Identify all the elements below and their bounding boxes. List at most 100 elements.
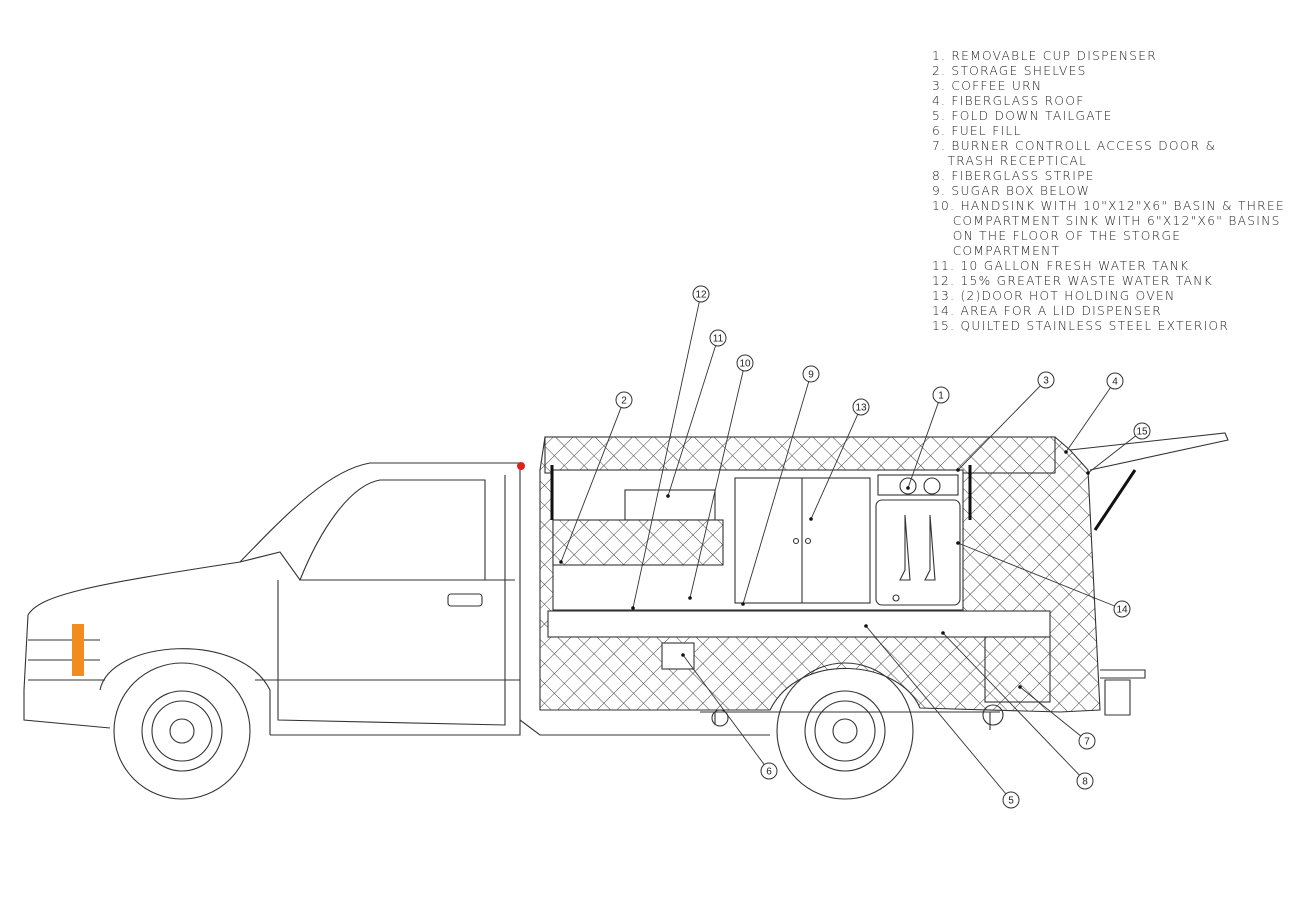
fuel-fill-door	[661, 642, 695, 670]
fiberglass-roof	[544, 436, 1056, 474]
rear-bumper	[1100, 669, 1146, 716]
legend-item: 8. FIBERGLASS STRIPE	[932, 169, 1095, 183]
callout-2: 2	[559, 391, 633, 564]
callout-circle	[709, 329, 727, 347]
front-fender	[99, 648, 271, 735]
legend-item: 9. SUGAR BOX BELOW	[932, 184, 1091, 198]
legend-item: ON THE FLOOR OF THE STORGE	[932, 229, 1182, 243]
truck-hood	[27, 551, 515, 616]
leader-arrow-icon	[631, 606, 635, 610]
callout-circle	[736, 354, 754, 372]
fiberglass-stripe	[547, 610, 1051, 638]
leader-arrow-icon	[956, 541, 960, 545]
legend-item: 5. FOLD DOWN TAILGATE	[932, 109, 1113, 123]
callout-1: 1	[906, 386, 950, 490]
legend-item: 2. STORAGE SHELVES	[932, 64, 1087, 78]
leader-line	[810, 414, 859, 520]
legend-item: 12. 15% GREATER WASTE WATER TANK	[932, 274, 1213, 288]
legend-item: COMPARTMENT	[932, 244, 1061, 258]
leader-line	[682, 654, 765, 765]
marker-light	[72, 624, 84, 676]
callout-11: 11	[666, 329, 727, 498]
storage-shelves	[552, 519, 724, 566]
callout-number: 13	[855, 403, 867, 414]
cab-door	[277, 475, 506, 726]
callout-number: 5	[1008, 796, 1014, 807]
callout-4: 4	[1064, 372, 1124, 454]
callout-circle	[1113, 600, 1131, 618]
water-tank	[624, 489, 716, 521]
callout-number: 1	[938, 391, 944, 402]
callout-number: 8	[1082, 777, 1088, 788]
truck-cab	[239, 462, 521, 736]
cup-dispenser	[877, 474, 959, 496]
leader-arrow-icon	[666, 494, 670, 498]
callout-number: 14	[1116, 605, 1128, 616]
callout-number: 4	[1112, 377, 1118, 388]
callout-circle	[615, 391, 633, 409]
legend-item: 7. BURNER CONTROLL ACCESS DOOR &	[932, 139, 1217, 153]
callout-circle	[932, 386, 950, 404]
callout-7: 7	[1018, 685, 1096, 750]
leader-line	[957, 542, 1115, 607]
callout-number: 3	[1043, 376, 1049, 387]
callout-number: 2	[621, 396, 627, 407]
callout-circle	[760, 762, 778, 780]
leader-arrow-icon	[956, 468, 960, 472]
rear-wheel	[776, 662, 914, 800]
legend-item: 4. FIBERGLASS ROOF	[932, 94, 1085, 108]
callout-5: 5	[864, 624, 1020, 809]
leader-line	[865, 625, 1007, 795]
door-handle-icon	[447, 593, 483, 607]
leader-arrow-icon	[1018, 685, 1022, 689]
leader-line	[1019, 686, 1082, 737]
callout-8: 8	[941, 631, 1094, 790]
callout-14: 14	[956, 541, 1131, 618]
front-wheel	[113, 662, 251, 800]
callout-15: 15	[1086, 422, 1151, 475]
callout-circle	[1133, 422, 1151, 440]
leader-line	[1087, 435, 1136, 474]
rocker	[255, 679, 770, 736]
callout-9: 9	[741, 365, 820, 606]
legend-item: TRASH RECEPTICAL	[932, 154, 1088, 168]
leader-arrow-icon	[809, 517, 813, 521]
legend-item: 1. REMOVABLE CUP DISPENSER	[932, 49, 1158, 63]
callout-3: 3	[956, 371, 1055, 472]
legend-item: 15. QUILTED STAINLESS STEEL EXTERIOR	[932, 319, 1230, 333]
callout-12: 12	[631, 285, 710, 610]
leader-line	[907, 402, 939, 489]
callout-circle	[1037, 371, 1055, 389]
callout-number: 7	[1084, 737, 1090, 748]
callout-6: 6	[681, 653, 778, 780]
leader-line	[667, 345, 717, 497]
leader-arrow-icon	[1064, 450, 1068, 454]
legend-item: 10. HANDSINK WITH 10"X12"X6" BASIN & THR…	[932, 199, 1285, 213]
legend-item: 14. AREA FOR A LID DISPENSER	[932, 304, 1162, 318]
coffee-urn	[875, 499, 961, 606]
callout-number: 11	[713, 334, 724, 345]
leader-line	[560, 407, 622, 563]
leader-arrow-icon	[681, 653, 685, 657]
legend-item: 11. 10 GALLON FRESH WATER TANK	[932, 259, 1190, 273]
leader-line	[689, 370, 744, 599]
leader-line	[742, 381, 810, 605]
callout-number: 15	[1136, 427, 1148, 438]
cab-window	[299, 479, 486, 581]
legend-item: 6. FUEL FILL	[932, 124, 1022, 138]
callout-circle	[692, 285, 710, 303]
callout-number: 10	[739, 359, 751, 370]
callout-10: 10	[688, 354, 754, 600]
legend-item: 3. COFFEE URN	[932, 79, 1043, 93]
legend-item: 13. (2)DOOR HOT HOLDING OVEN	[932, 289, 1176, 303]
callout-circle	[1106, 372, 1124, 390]
callout-circle	[1002, 791, 1020, 809]
callout-number: 6	[766, 767, 772, 778]
leader-arrow-icon	[941, 631, 945, 635]
leader-arrow-icon	[741, 602, 745, 606]
callout-circle	[852, 398, 870, 416]
burner-access-door	[984, 636, 1051, 703]
